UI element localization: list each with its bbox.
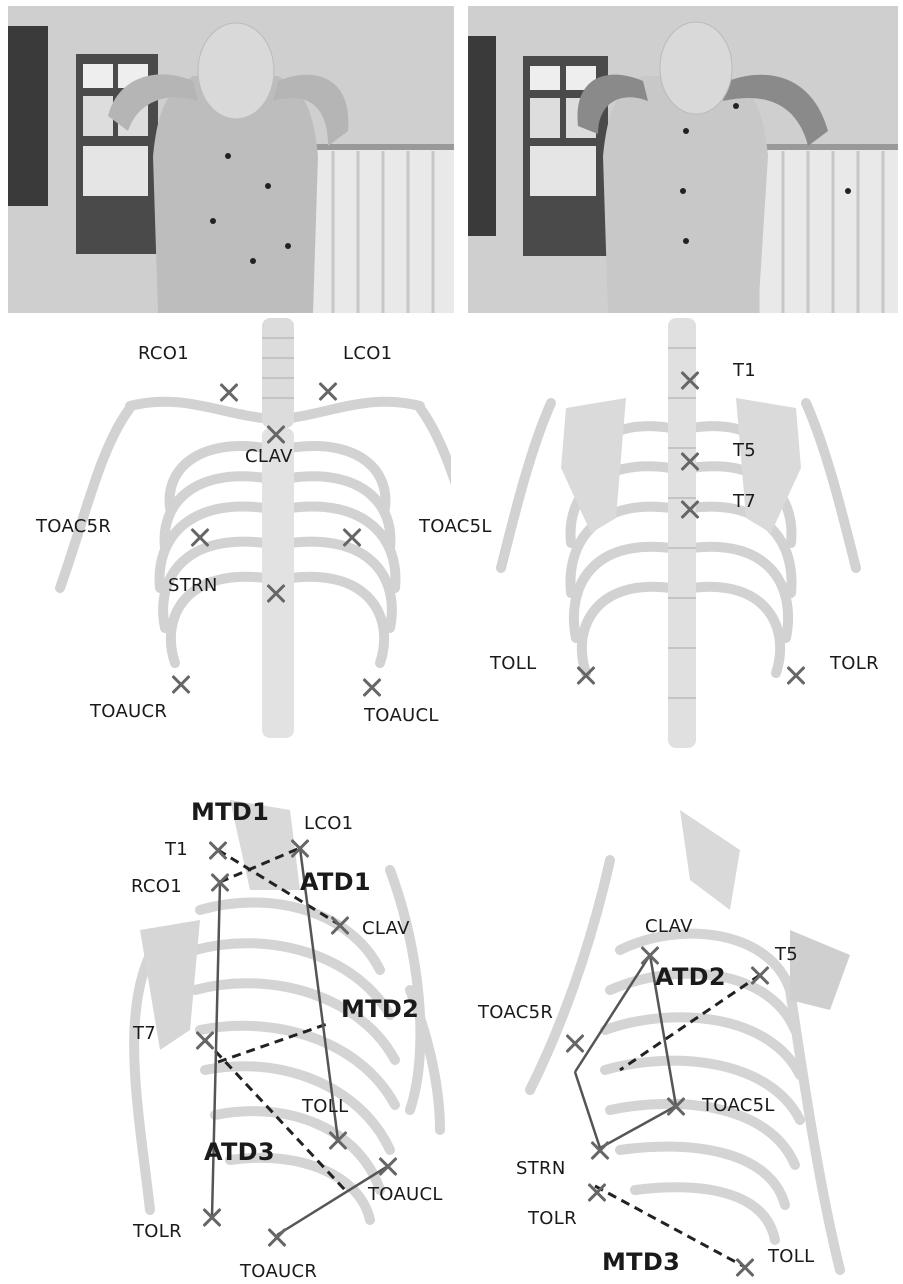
oblique-left-diagram <box>0 770 470 1284</box>
marker-strn-oblique <box>589 1139 611 1161</box>
marker-toll-oblique-right <box>734 1256 756 1278</box>
label-mtd3: MTD3 <box>602 1250 680 1274</box>
label-t5-oblique-right: T5 <box>775 946 798 964</box>
marker-tolr-oblique-right <box>586 1181 608 1203</box>
marker-rco1-oblique <box>209 871 231 893</box>
label-clav-oblique-right: CLAV <box>645 918 693 936</box>
label-toac5r: TOAC5R <box>36 518 111 536</box>
back-ribcage-art <box>451 318 903 758</box>
label-toaucl-oblique: TOAUCL <box>368 1186 443 1204</box>
marker-toac5l-oblique <box>665 1095 687 1117</box>
marker-t5 <box>679 450 701 472</box>
marker-toll <box>575 664 597 686</box>
marker-toaucr-oblique <box>266 1226 288 1248</box>
label-strn-oblique: STRN <box>516 1160 566 1178</box>
label-tolr: TOLR <box>830 655 879 673</box>
marker-toac5r-oblique <box>564 1032 586 1054</box>
label-toac5l: TOAC5L <box>419 518 492 536</box>
label-rco1-oblique: RCO1 <box>131 878 182 896</box>
label-mtd1: MTD1 <box>191 800 269 824</box>
marker-toaucr <box>170 673 192 695</box>
front-photo-art <box>8 6 454 313</box>
label-clav: CLAV <box>245 448 293 466</box>
marker-t1 <box>679 369 701 391</box>
label-toll-oblique-right: TOLL <box>768 1248 814 1266</box>
label-rco1: RCO1 <box>138 345 189 363</box>
label-tolr-oblique-right: TOLR <box>528 1210 577 1228</box>
back-photo-art <box>468 6 898 313</box>
marker-toac5r <box>189 526 211 548</box>
label-atd1: ATD1 <box>300 870 371 894</box>
marker-clav <box>265 423 287 445</box>
label-atd3: ATD3 <box>204 1140 275 1164</box>
label-toaucr: TOAUCR <box>90 703 167 721</box>
label-t1: T1 <box>733 362 756 380</box>
marker-tolr <box>785 664 807 686</box>
marker-t7-oblique <box>194 1029 216 1051</box>
marker-clav-oblique <box>329 914 351 936</box>
marker-toaucl <box>361 676 383 698</box>
label-t5: T5 <box>733 442 756 460</box>
label-lco1-oblique: LCO1 <box>304 815 353 833</box>
marker-toll-oblique <box>327 1129 349 1151</box>
oblique-left-art <box>0 770 470 1284</box>
marker-strn <box>265 582 287 604</box>
label-clav-oblique: CLAV <box>362 920 410 938</box>
back-ribcage-diagram <box>451 318 903 758</box>
label-t7: T7 <box>733 493 756 511</box>
marker-clav-oblique-right <box>639 944 661 966</box>
label-t1-oblique: T1 <box>165 841 188 859</box>
label-mtd2: MTD2 <box>341 997 419 1021</box>
front-photo <box>8 6 454 313</box>
label-atd2: ATD2 <box>655 965 726 989</box>
marker-t5-oblique-right <box>749 964 771 986</box>
oblique-right-diagram <box>470 770 903 1284</box>
label-toll-oblique: TOLL <box>302 1098 348 1116</box>
label-t7-oblique: T7 <box>133 1025 156 1043</box>
marker-tolr-oblique <box>201 1206 223 1228</box>
label-toaucr-oblique: TOAUCR <box>240 1263 317 1281</box>
marker-lco1 <box>317 380 339 402</box>
label-lco1: LCO1 <box>343 345 392 363</box>
back-photo <box>468 6 898 313</box>
marker-toac5l <box>341 526 363 548</box>
marker-rco1 <box>218 381 240 403</box>
label-tolr-oblique: TOLR <box>133 1223 182 1241</box>
marker-t7 <box>679 498 701 520</box>
label-toll: TOLL <box>490 655 536 673</box>
label-toac5r-oblique: TOAC5R <box>478 1004 553 1022</box>
label-strn: STRN <box>168 577 218 595</box>
oblique-right-art <box>470 770 903 1284</box>
label-toac5l-oblique: TOAC5L <box>702 1097 775 1115</box>
marker-toaucl-oblique <box>377 1155 399 1177</box>
marker-lco1-oblique <box>289 837 311 859</box>
marker-t1-oblique <box>207 839 229 861</box>
label-toaucl: TOAUCL <box>364 707 439 725</box>
